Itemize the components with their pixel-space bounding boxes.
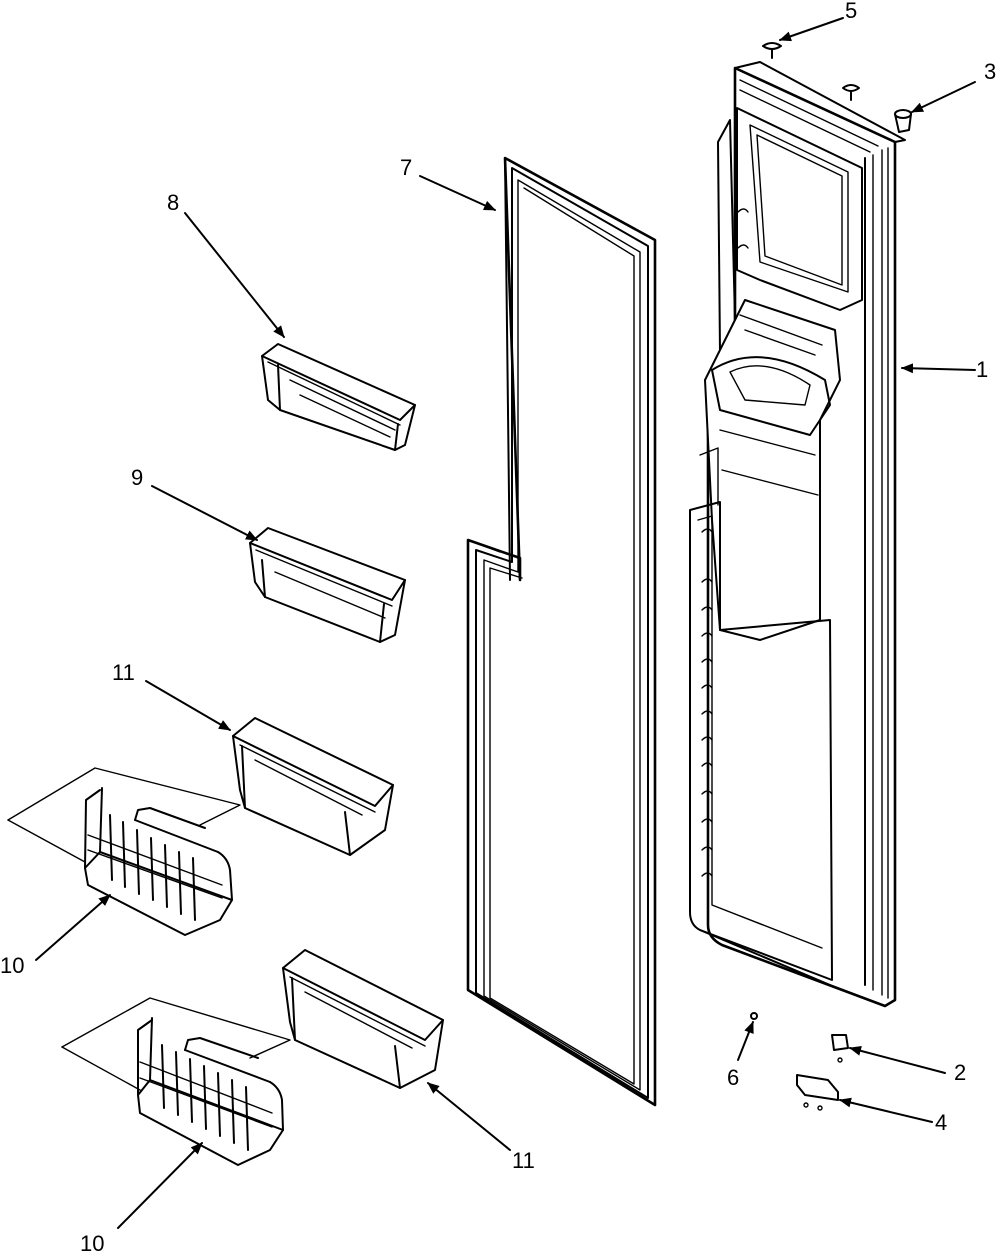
callout-8: 8 — [167, 190, 179, 215]
callout-6: 6 — [727, 1065, 739, 1090]
leader-3 — [911, 81, 976, 113]
hinge-pin-part-2 — [831, 1034, 849, 1063]
screw-part-5 — [762, 42, 782, 59]
leader-4 — [839, 1097, 933, 1123]
leader-11b — [427, 1082, 511, 1151]
door-bin-part-11-lower — [282, 949, 444, 1089]
screw-part-5b — [842, 84, 860, 101]
bushing-part-3 — [894, 109, 912, 133]
door-bin-part-9 — [249, 527, 406, 643]
callout-11b: 11 — [512, 1148, 535, 1173]
door-panel-part — [689, 61, 906, 1008]
leader-7 — [419, 175, 496, 211]
callout-4: 4 — [935, 1110, 947, 1135]
callout-9: 9 — [131, 465, 143, 490]
callout-10a: 10 — [0, 953, 24, 978]
door-gasket-part — [466, 156, 657, 1107]
door-bin-part-8 — [261, 343, 416, 451]
callout-leaders — [35, 17, 976, 1229]
leader-10a — [35, 894, 111, 961]
leader-8 — [184, 212, 285, 338]
leader-11a — [145, 680, 231, 731]
wire-basket-part-10-lower — [61, 997, 291, 1166]
shelf-bumps — [701, 208, 749, 877]
leader-10b — [117, 1142, 203, 1229]
callout-10b: 10 — [80, 1231, 104, 1253]
door-bin-part-11-upper — [232, 717, 394, 856]
leader-9 — [151, 485, 258, 541]
wire-basket-part-10-upper — [7, 767, 241, 936]
leader-6 — [737, 1021, 754, 1061]
callout-3: 3 — [984, 59, 996, 84]
callout-2: 2 — [954, 1060, 966, 1085]
leader-5 — [779, 17, 844, 42]
callout-11a: 11 — [112, 660, 135, 685]
hinge-bracket-part-4 — [796, 1074, 839, 1111]
leader-2 — [849, 1045, 946, 1074]
leader-1 — [901, 363, 976, 374]
callout-1: 1 — [976, 357, 988, 382]
callout-5: 5 — [845, 0, 857, 23]
screw-part-6 — [750, 1012, 758, 1020]
callout-7: 7 — [400, 155, 412, 180]
